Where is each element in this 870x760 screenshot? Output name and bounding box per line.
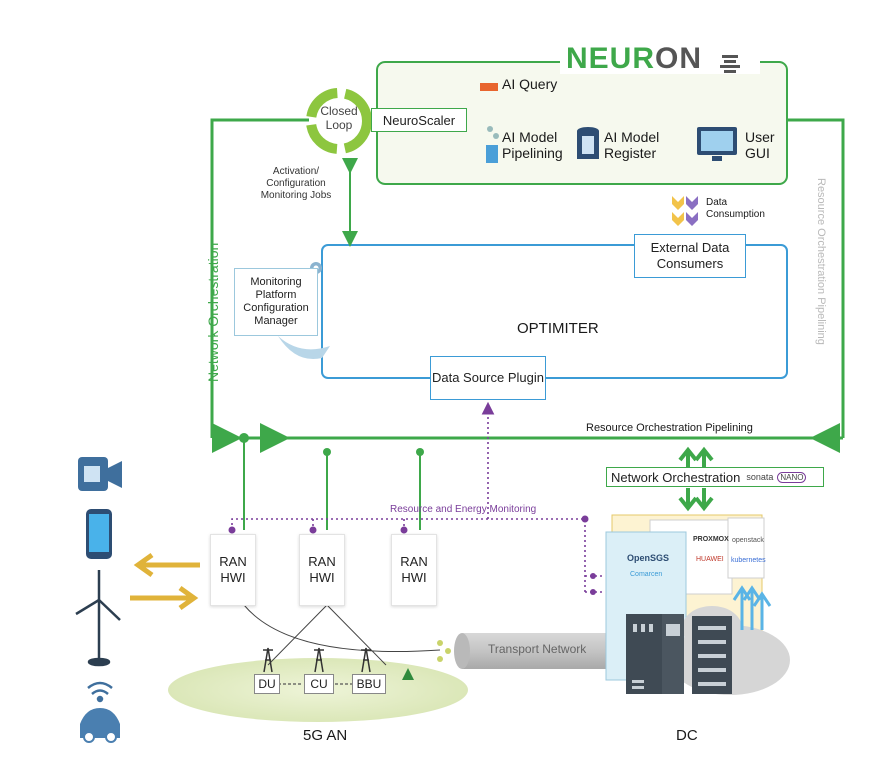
- proxmox-logo: PROXMOX: [693, 536, 729, 543]
- mon-dot-4: [581, 515, 589, 523]
- gold-arrow-left: [133, 552, 200, 578]
- data-consumption-icon: [672, 196, 698, 226]
- ran-hwi-1-label: RAN HWI: [219, 554, 247, 585]
- network-orchestration-side-label: Network Orchestration: [205, 242, 221, 382]
- optimiter-title: OPTIMITER: [517, 320, 599, 337]
- resource-orchestration-line: [787, 118, 845, 438]
- du-box[interactable]: DU: [254, 674, 280, 694]
- pipe-node-3: [437, 656, 443, 662]
- pipe-node-1: [437, 640, 443, 646]
- cu-label: CU: [310, 677, 328, 691]
- network-orchestration-label: Network Orchestration: [611, 469, 741, 485]
- camera-icon: [78, 457, 122, 491]
- neuron-title: NEURON: [566, 42, 702, 76]
- dc-panel-openstack: [727, 517, 765, 579]
- ai-query-icon: [480, 83, 498, 91]
- wifi-icon: [87, 681, 113, 703]
- tree-icon: [402, 668, 414, 680]
- monitoring-swoosh: [278, 336, 330, 360]
- monitoring-manager-box[interactable]: Monitoring Platform Configuration Manage…: [234, 268, 318, 336]
- neuron-logo-icon: [720, 55, 740, 73]
- ran-hwi-3[interactable]: RAN HWI: [391, 534, 437, 606]
- neuroscaler-box[interactable]: NeuroScaler: [371, 108, 467, 132]
- dc-mon-dot-1: [590, 573, 596, 579]
- data-consumption-label: Data Consumption: [706, 197, 765, 220]
- fronthaul-links: [243, 604, 441, 666]
- ai-query-label: AI Query: [502, 76, 558, 92]
- nano-logo: NANO: [777, 471, 807, 483]
- no-arrow-down: [678, 488, 714, 512]
- du-label: DU: [258, 677, 276, 691]
- server-rack-slots: [632, 624, 726, 689]
- neuroscaler-label: NeuroScaler: [382, 112, 456, 128]
- mon-dot-1: [228, 526, 236, 534]
- transport-pipe-end: [454, 633, 470, 669]
- ran-hwi-2-label: RAN HWI: [308, 554, 336, 585]
- huawei-logo: HUAWEI: [696, 556, 724, 563]
- closed-loop-label: Closed Loop: [320, 104, 358, 132]
- kubernetes-logo: kubernetes: [731, 557, 766, 564]
- resource-orchestration-bus-label: Resource Orchestration Pipelining: [586, 422, 753, 434]
- data-source-plugin-box[interactable]: Data Source Plugin: [430, 356, 546, 400]
- comarcen-logo: Comarcen: [630, 571, 663, 578]
- user-gui-label: User GUI: [745, 129, 775, 161]
- transport-pipe: [462, 633, 622, 669]
- optimiter-box: [321, 244, 788, 379]
- ai-model-register-label: AI Model Register: [604, 129, 660, 161]
- external-data-consumers-box[interactable]: External Data Consumers: [634, 234, 746, 278]
- opensgs-logo: OpenSGS: [627, 553, 670, 563]
- sonata-logo: sonata: [746, 472, 774, 482]
- network-orchestration-box[interactable]: Network Orchestration sonata NANO: [606, 467, 824, 487]
- external-data-consumers-label: External Data Consumers: [650, 240, 730, 271]
- car-icon: [80, 708, 120, 743]
- transport-network-label: Transport Network: [488, 642, 587, 656]
- dc-mon-dot-2: [590, 589, 596, 595]
- wind-turbine-icon: [75, 570, 121, 667]
- neuron-title-part2: ON: [655, 42, 703, 75]
- network-orchestration-line: [210, 118, 309, 438]
- pipeline-icon: [486, 126, 499, 163]
- no-arrow-up: [678, 446, 714, 468]
- neuron-title-part1: NEUR: [566, 42, 656, 75]
- dc-up-arrows: [732, 585, 772, 630]
- activation-label: Activation/ Configuration Monitoring Job…: [260, 166, 332, 201]
- ran-hwi-2[interactable]: RAN HWI: [299, 534, 345, 606]
- mon-dot-3: [400, 526, 408, 534]
- resource-energy-monitoring-label: Resource and Energy Monitoring: [390, 504, 537, 515]
- gold-arrow-right: [130, 585, 199, 611]
- ran-hwi-3-label: RAN HWI: [400, 554, 428, 585]
- access-network-label: 5G AN: [303, 727, 348, 744]
- bbu-box[interactable]: BBU: [352, 674, 386, 694]
- openstack-logo: openstack: [732, 537, 764, 544]
- mon-dot-2: [309, 526, 317, 534]
- monitoring-line: [231, 518, 586, 592]
- tower-icons: [263, 647, 371, 673]
- pipe-node-2: [445, 648, 451, 654]
- ai-model-pipelining-label: AI Model Pipelining: [502, 129, 563, 161]
- phone-icon: [86, 509, 112, 559]
- closed-loop-ring: [306, 88, 372, 154]
- dc-label: DC: [676, 727, 698, 744]
- data-source-plugin-label: Data Source Plugin: [431, 370, 544, 385]
- monitor-icon: [697, 127, 737, 161]
- database-icon: [577, 127, 599, 159]
- resource-orchestration-side-label: Resource Orchestration Pipelining: [815, 178, 827, 345]
- ran-hwi-1[interactable]: RAN HWI: [210, 534, 256, 606]
- monitoring-manager-label: Monitoring Platform Configuration Manage…: [243, 276, 309, 327]
- bbu-label: BBU: [356, 677, 382, 691]
- cu-box[interactable]: CU: [304, 674, 334, 694]
